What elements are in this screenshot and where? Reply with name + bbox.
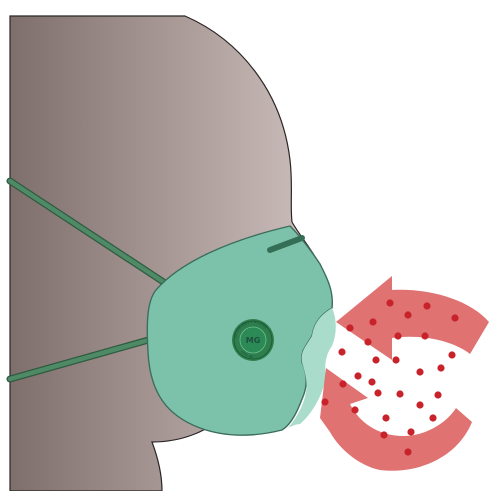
particle-dot-icon — [369, 318, 376, 325]
particle-dot-icon — [394, 332, 401, 339]
particle-dot-icon — [354, 372, 361, 379]
particle-dot-icon — [429, 414, 436, 421]
particle-dot-icon — [416, 368, 423, 375]
particle-dot-icon — [407, 428, 414, 435]
curved-arrow-icon — [336, 276, 489, 360]
particle-dot-icon — [451, 314, 458, 321]
particle-dot-icon — [416, 401, 423, 408]
valve-brand-label: MG — [246, 336, 261, 345]
particle-dot-icon — [404, 311, 411, 318]
particle-dot-icon — [374, 389, 381, 396]
particle-dot-icon — [382, 414, 389, 421]
particle-dot-icon — [423, 302, 430, 309]
particle-dot-icon — [368, 378, 375, 385]
particle-dot-icon — [404, 448, 411, 455]
exhalation-valve-icon: MG EN 149:2001 + A1:2009 FFP2 NR — [232, 319, 274, 361]
particle-dot-icon — [448, 351, 455, 358]
particle-dot-icon — [386, 299, 393, 306]
particle-dot-icon — [437, 364, 444, 371]
particle-dot-icon — [392, 356, 399, 363]
particle-dot-icon — [396, 390, 403, 397]
particle-dot-icon — [321, 398, 328, 405]
particle-dot-icon — [339, 380, 346, 387]
particle-dot-icon — [421, 332, 428, 339]
particle-dot-icon — [434, 391, 441, 398]
particle-dot-icon — [351, 406, 358, 413]
particle-dot-icon — [338, 348, 345, 355]
particle-dot-icon — [346, 324, 353, 331]
particle-dot-icon — [372, 356, 379, 363]
particle-dot-icon — [364, 338, 371, 345]
particle-dot-icon — [380, 431, 387, 438]
